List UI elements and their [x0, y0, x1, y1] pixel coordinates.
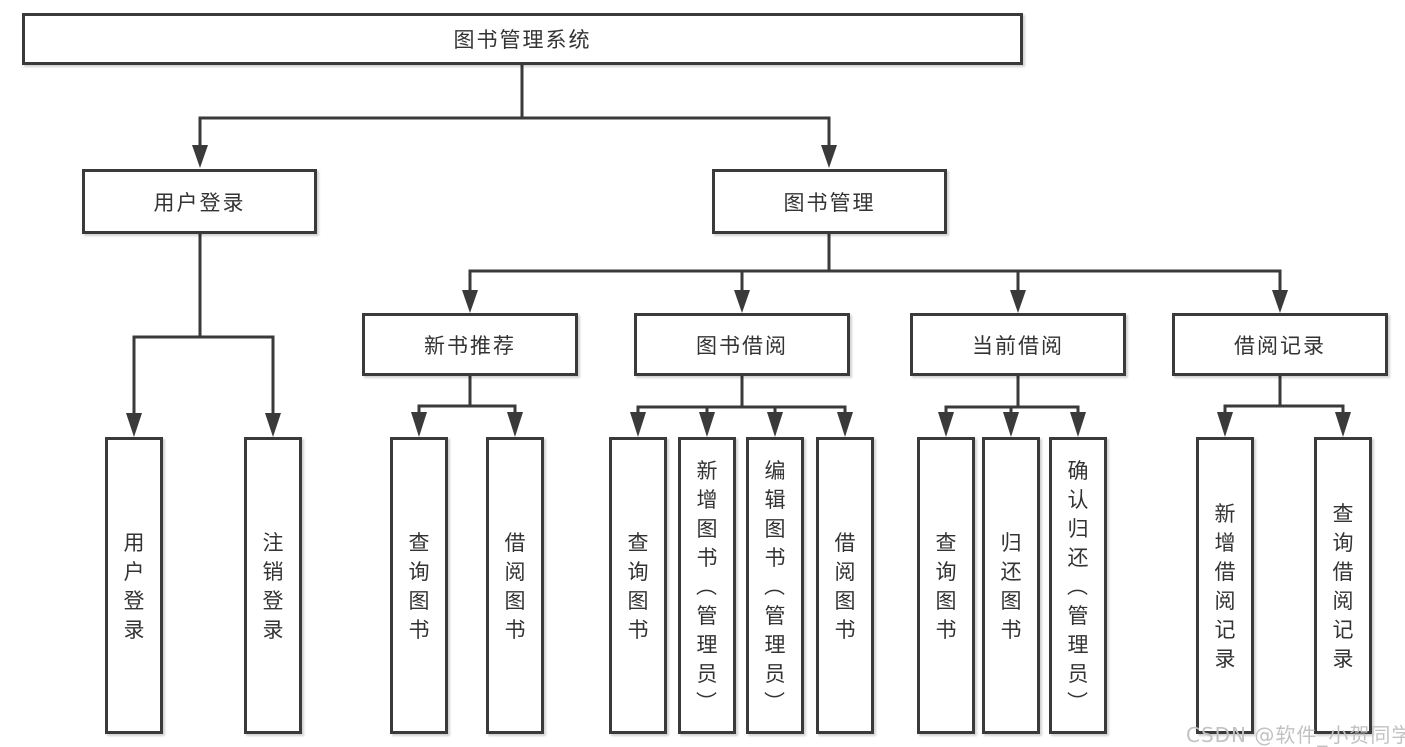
node-borrowing-records-label: 借阅记录 — [1234, 333, 1326, 358]
leaf-borrowing-query-books: 查询图书 — [609, 437, 667, 734]
leaf-add-borrow-record-label: 新增借阅记录 — [1214, 502, 1236, 671]
node-book-management: 图书管理 — [712, 169, 947, 234]
edge-current-borrowing-to-leaves — [938, 375, 1086, 437]
node-root: 图书管理系统 — [22, 13, 1023, 65]
leaf-logout-login: 注销登录 — [244, 437, 302, 734]
edge-book-management-to-level3 — [462, 233, 1288, 313]
leaf-return-book: 归还图书 — [982, 437, 1040, 734]
node-root-label: 图书管理系统 — [453, 28, 592, 52]
leaf-return-book-label: 归还图书 — [1000, 531, 1022, 642]
edge-root-to-level2 — [192, 64, 837, 168]
node-current-borrowing: 当前借阅 — [910, 313, 1126, 376]
leaf-edit-book-admin-label: 编辑图书（管理员） — [762, 458, 786, 713]
leaf-current-query-books-label: 查询图书 — [935, 531, 957, 642]
node-book-management-label: 图书管理 — [783, 190, 876, 215]
node-new-book-recommend-label: 新书推荐 — [424, 333, 516, 358]
leaf-confirm-return-admin-label: 确认归还（管理员） — [1065, 458, 1089, 713]
node-user-login: 用户登录 — [82, 169, 317, 234]
edge-user-login-to-leaves — [126, 233, 281, 437]
edge-borrowing-records-to-leaves — [1217, 375, 1351, 437]
leaf-user-login: 用户登录 — [105, 437, 163, 734]
node-current-borrowing-label: 当前借阅 — [972, 333, 1064, 358]
leaf-confirm-return-admin: 确认归还（管理员） — [1049, 437, 1107, 734]
node-new-book-recommend: 新书推荐 — [362, 313, 578, 376]
csdn-watermark: CSDN @软件_小贺同学 — [1186, 723, 1405, 747]
leaf-recommend-borrow-books: 借阅图书 — [486, 437, 544, 734]
edge-book-borrowing-to-leaves — [630, 375, 853, 437]
leaf-current-query-books: 查询图书 — [917, 437, 975, 734]
leaf-add-book-admin-label: 新增图书（管理员） — [694, 458, 718, 713]
leaf-borrow-book-label: 借阅图书 — [834, 531, 856, 642]
leaf-recommend-borrow-books-label: 借阅图书 — [504, 531, 526, 642]
leaf-user-login-label: 用户登录 — [123, 531, 145, 642]
leaf-add-book-admin: 新增图书（管理员） — [678, 437, 736, 734]
leaf-query-borrow-record-label: 查询借阅记录 — [1332, 502, 1354, 671]
leaf-recommend-query-books: 查询图书 — [390, 437, 448, 734]
node-book-borrowing: 图书借阅 — [634, 313, 850, 376]
edge-new-book-recommend-to-leaves — [411, 375, 523, 437]
leaf-logout-login-label: 注销登录 — [262, 531, 284, 642]
node-book-borrowing-label: 图书借阅 — [696, 333, 788, 358]
node-user-login-label: 用户登录 — [153, 190, 246, 215]
leaf-edit-book-admin: 编辑图书（管理员） — [746, 437, 804, 734]
leaf-add-borrow-record: 新增借阅记录 — [1196, 437, 1254, 734]
leaf-borrowing-query-books-label: 查询图书 — [627, 531, 649, 642]
leaf-borrow-book: 借阅图书 — [816, 437, 874, 734]
leaf-query-borrow-record: 查询借阅记录 — [1314, 437, 1372, 734]
leaf-recommend-query-books-label: 查询图书 — [408, 531, 430, 642]
node-borrowing-records: 借阅记录 — [1172, 313, 1388, 376]
